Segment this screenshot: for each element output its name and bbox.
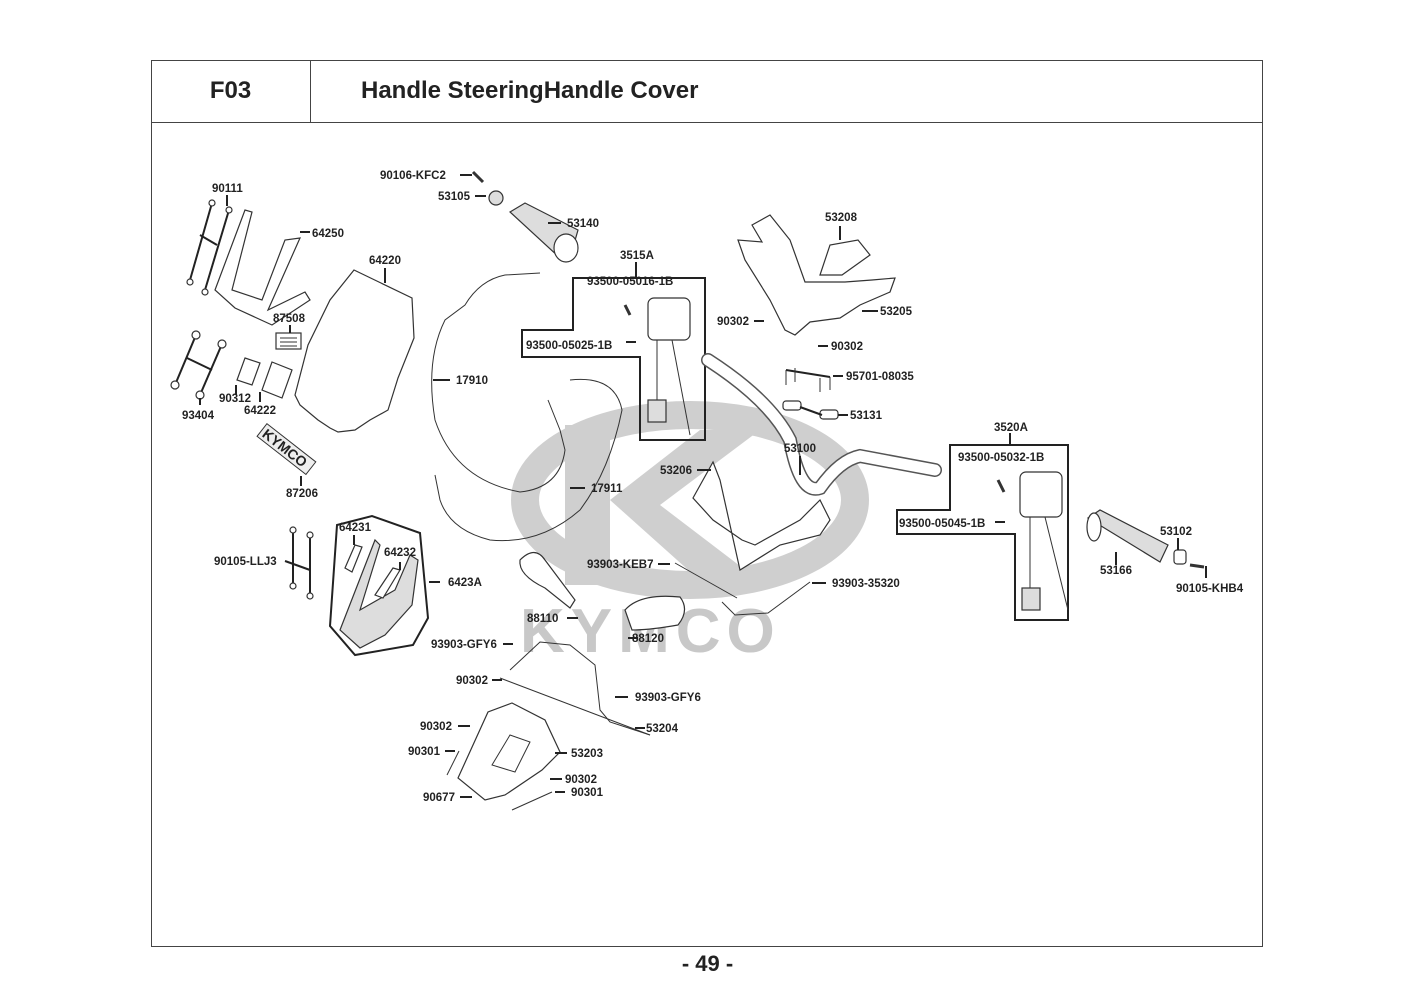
label-95701-08035: 95701-08035: [846, 371, 914, 383]
part-3520a-switch-group: [896, 433, 1069, 621]
label-93903-35320: 93903-35320: [832, 578, 900, 590]
label-90302-a: 90302: [717, 316, 749, 328]
part-6423a-bracket-group: [328, 514, 440, 657]
diagram-frame: [151, 60, 1263, 947]
part-53204-frame: [499, 641, 651, 736]
label-17911: 17911: [591, 483, 623, 495]
part-90301-nut-b: [511, 791, 565, 811]
label-87508: 87508: [273, 313, 306, 325]
section-code: F03: [151, 60, 311, 123]
part-64250-bracket: [214, 209, 311, 326]
part-90301-nut-a: [445, 750, 460, 776]
part-53166-grip: [1086, 509, 1169, 565]
part-53206-lower-cover: [692, 460, 831, 571]
label-53203: 53203: [571, 748, 603, 760]
label-93500-05016-1b: 93500-05016-1B: [587, 276, 673, 288]
label-64232: 64232: [384, 547, 416, 559]
part-90105-llj3-screws: [284, 526, 314, 600]
part-87508-label: [275, 325, 302, 350]
label-93903-gfy6-b: 93903-GFY6: [635, 692, 701, 704]
part-88110-mirror-left: [519, 551, 578, 619]
part-87206-decal: KYMCO: [256, 422, 317, 486]
label-88120: 88120: [632, 633, 664, 645]
label-90302-c: 90302: [456, 675, 488, 687]
part-53131-holders: [782, 400, 848, 420]
decal-text: KYMCO: [259, 426, 310, 471]
part-93903-35320-screws: [721, 581, 826, 616]
part-53140-grip: [509, 202, 579, 263]
part-17910-cable: [431, 272, 566, 493]
label-93500-05025-1b: 93500-05025-1B: [526, 340, 612, 352]
label-87206: 87206: [286, 488, 318, 500]
part-90312: [235, 357, 261, 395]
label-90302-d: 90302: [420, 721, 452, 733]
part-53100-handlebar: [701, 353, 942, 496]
part-53203-cover: [457, 702, 567, 801]
label-3520a: 3520A: [994, 422, 1028, 434]
part-93404-bolts: [170, 330, 227, 405]
part-53208-cover-panel: [819, 226, 871, 276]
label-90105-llj3: 90105-LLJ3: [214, 556, 277, 568]
label-64231: 64231: [339, 522, 372, 534]
label-90105-khb4: 90105-KHB4: [1176, 583, 1244, 595]
label-93903-keb7: 93903-KEB7: [587, 559, 653, 571]
label-6423a: 6423A: [448, 577, 482, 589]
part-88120-mirror-right: [624, 595, 686, 639]
part-53102-end-cap: [1173, 538, 1187, 565]
label-90301-b: 90301: [571, 787, 604, 799]
label-53102: 53102: [1160, 526, 1192, 538]
label-90111: 90111: [212, 183, 243, 195]
part-3515a-switch-group: [521, 262, 706, 441]
label-53206: 53206: [660, 465, 692, 477]
label-64222: 64222: [244, 405, 276, 417]
label-53100: 53100: [784, 443, 816, 455]
label-64220: 64220: [369, 255, 401, 267]
label-53166: 53166: [1100, 565, 1132, 577]
part-93903-keb7-screw: [658, 562, 738, 599]
label-93500-05032-1b: 93500-05032-1B: [958, 452, 1044, 464]
label-53204: 53204: [646, 723, 679, 735]
watermark-logo: KYMCO: [511, 401, 869, 666]
part-90111-screws: [186, 195, 233, 296]
part-64220-windscreen: [294, 268, 415, 433]
label-53105: 53105: [438, 191, 471, 203]
label-88110: 88110: [527, 613, 558, 625]
label-93500-05045-1b: 93500-05045-1B: [899, 518, 985, 530]
part-17911-cable: [434, 378, 623, 542]
label-90302-e: 90302: [565, 774, 597, 786]
label-90677: 90677: [423, 792, 455, 804]
label-90106-kfc2: 90106-KFC2: [380, 170, 446, 182]
part-64222: [259, 361, 293, 402]
label-64250: 64250: [312, 228, 344, 240]
label-3515a: 3515A: [620, 250, 654, 262]
label-53140: 53140: [567, 218, 599, 230]
label-90302-b: 90302: [831, 341, 863, 353]
part-53205-handle-cover: [737, 214, 896, 336]
page-title: Handle SteeringHandle Cover: [311, 60, 1263, 123]
label-90301-a: 90301: [408, 746, 441, 758]
part-90105-khb4-bolt: [1189, 563, 1207, 578]
page-number: - 49 -: [681, 951, 734, 976]
part-95701-08035-bolts: [785, 368, 843, 392]
part-90106-kfc2-bolt: [460, 170, 485, 184]
label-90312: 90312: [219, 393, 251, 405]
part-53105-weight: [475, 190, 504, 206]
label-93903-gfy6-a: 93903-GFY6: [431, 639, 497, 651]
label-53205: 53205: [880, 306, 913, 318]
label-93404: 93404: [182, 410, 215, 422]
label-17910: 17910: [456, 375, 488, 387]
label-53208: 53208: [825, 212, 858, 224]
label-53131: 53131: [850, 410, 883, 422]
